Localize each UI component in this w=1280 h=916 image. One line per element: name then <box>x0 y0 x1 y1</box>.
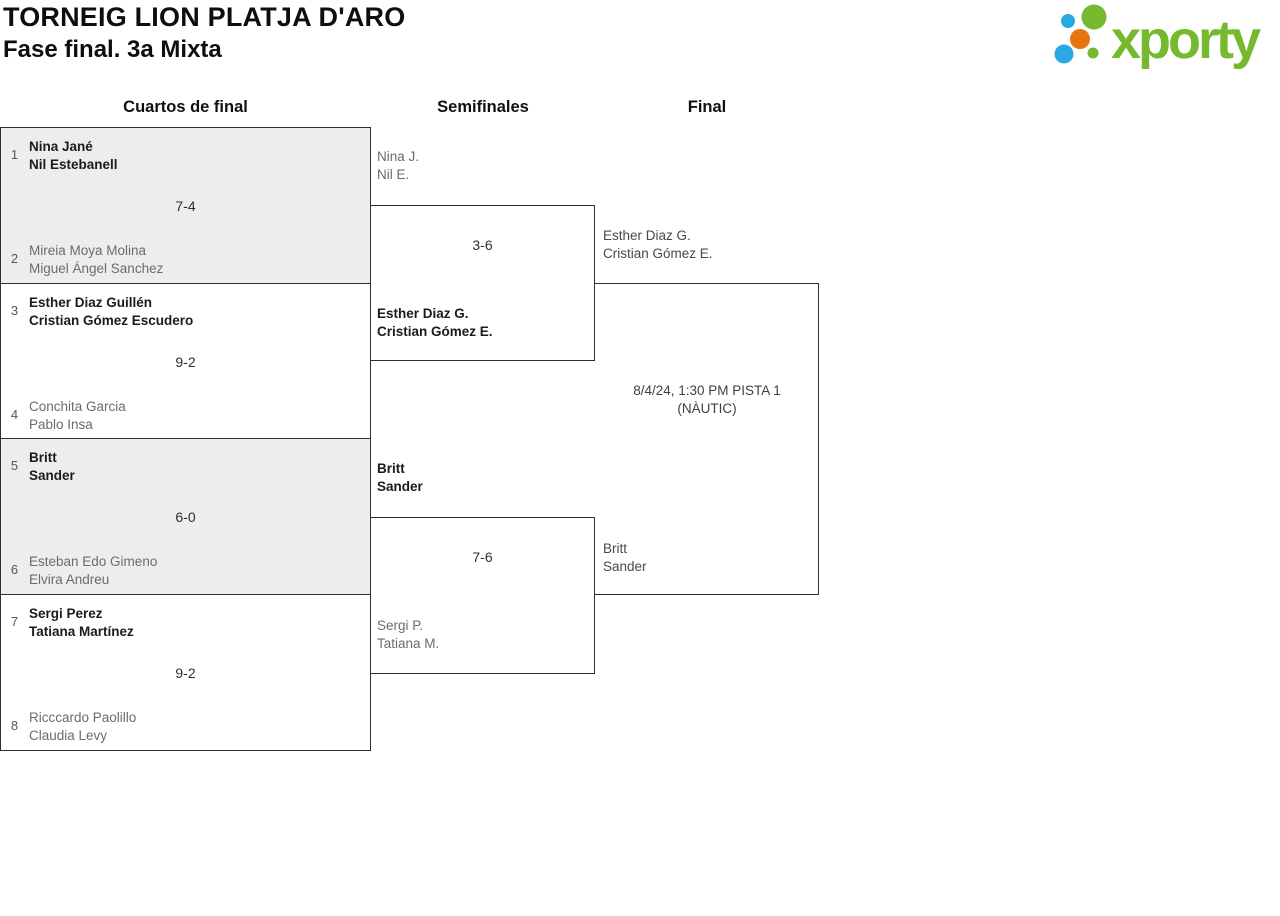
final-box <box>594 283 819 595</box>
schedule-datetime: 8/4/24, 1:30 PM PISTA 1 <box>633 383 781 398</box>
player-name: Claudia Levy <box>29 728 108 743</box>
seed-number: 4 <box>10 407 19 422</box>
player-name: Nina Jané <box>29 139 93 154</box>
sf2-box <box>370 517 595 674</box>
player-name: Miguel Ángel Sanchez <box>29 261 164 276</box>
logo-dot-orange <box>1070 29 1090 49</box>
logo-dot-green-large <box>1081 4 1107 30</box>
qf1-score: 7-4 <box>175 198 196 214</box>
column-header-quarterfinals: Cuartos de final <box>123 98 248 116</box>
player-name: Cristian Gómez E. <box>377 324 493 339</box>
player-name: Sander <box>603 559 647 574</box>
player-name: Esteban Edo Gimeno <box>29 554 158 569</box>
qf3-top-pair: Britt Sander <box>29 449 75 485</box>
schedule-venue: (NÀUTIC) <box>677 401 737 416</box>
sf2-bottom-pair: Sergi P. Tatiana M. <box>377 617 439 653</box>
qf1-top-pair: Nina Jané Nil Estebanell <box>29 138 118 174</box>
final-schedule: 8/4/24, 1:30 PM PISTA 1 (NÀUTIC) <box>594 382 820 418</box>
sf2-top-pair: Britt Sander <box>377 460 423 496</box>
sf1-bottom-pair: Esther Diaz G. Cristian Gómez E. <box>377 305 493 341</box>
qf-match-1: 1 Nina Jané Nil Estebanell 7-4 2 Mireia … <box>0 127 371 284</box>
qf3-bottom-pair: Esteban Edo Gimeno Elvira Andreu <box>29 553 157 589</box>
player-name: Nil Estebanell <box>29 157 118 172</box>
qf4-score: 9-2 <box>175 665 196 681</box>
column-header-final: Final <box>687 98 727 116</box>
player-name: Esther Diaz Guillén <box>29 295 153 310</box>
seed-number: 3 <box>10 303 19 318</box>
qf4-bottom-pair: Ricccardo Paolillo Claudia Levy <box>29 709 136 745</box>
qf4-top-pair: Sergi Perez Tatiana Martínez <box>29 605 134 641</box>
column-header-semifinals: Semifinales <box>437 98 529 116</box>
sf1-score: 3-6 <box>472 237 493 253</box>
player-name: Mireia Moya Molina <box>29 243 147 258</box>
qf2-bottom-pair: Conchita Garcia Pablo Insa <box>29 398 126 434</box>
final-bottom-pair: Britt Sander <box>603 540 647 576</box>
qf-match-4: 7 Sergi Perez Tatiana Martínez 9-2 8 Ric… <box>0 594 371 751</box>
player-name: Britt <box>377 461 405 476</box>
player-name: Sander <box>377 479 423 494</box>
page-subtitle: Fase final. 3a Mixta <box>3 36 222 63</box>
sf1-top-pair: Nina J. Nil E. <box>377 148 419 184</box>
player-name: Sander <box>29 468 75 483</box>
logo-wordmark: xporty <box>1111 10 1261 70</box>
final-top-pair: Esther Diaz G. Cristian Gómez E. <box>603 227 713 263</box>
player-name: Ricccardo Paolillo <box>29 710 137 725</box>
xporty-logo[interactable]: xporty <box>1045 0 1280 80</box>
seed-number: 8 <box>10 718 19 733</box>
player-name: Tatiana Martínez <box>29 624 134 639</box>
player-name: Cristian Gómez Escudero <box>29 313 194 328</box>
player-name: Nina J. <box>377 149 420 164</box>
player-name: Conchita Garcia <box>29 399 126 414</box>
player-name: Esther Diaz G. <box>603 228 691 243</box>
logo-dot-green-small <box>1087 47 1099 59</box>
player-name: Britt <box>603 541 628 556</box>
seed-number: 6 <box>10 562 19 577</box>
player-name: Nil E. <box>377 167 410 182</box>
qf2-score: 9-2 <box>175 354 196 370</box>
page-title: TORNEIG LION PLATJA D'ARO <box>3 2 406 32</box>
qf2-top-pair: Esther Diaz Guillén Cristian Gómez Escud… <box>29 294 193 330</box>
player-name: Sergi P. <box>377 618 424 633</box>
player-name: Pablo Insa <box>29 417 93 432</box>
seed-number: 1 <box>10 147 19 162</box>
player-name: Esther Diaz G. <box>377 306 469 321</box>
player-name: Cristian Gómez E. <box>603 246 713 261</box>
player-name: Britt <box>29 450 57 465</box>
qf-match-2: 3 Esther Diaz Guillén Cristian Gómez Esc… <box>0 283 371 439</box>
player-name: Sergi Perez <box>29 606 103 621</box>
seed-number: 7 <box>10 614 19 629</box>
sf2-score: 7-6 <box>472 549 493 565</box>
qf1-bottom-pair: Mireia Moya Molina Miguel Ángel Sanchez <box>29 242 163 278</box>
logo-dot-blue-large <box>1054 44 1074 64</box>
player-name: Elvira Andreu <box>29 572 110 587</box>
qf3-score: 6-0 <box>175 509 196 525</box>
logo-dot-blue-small <box>1061 14 1075 28</box>
player-name: Tatiana M. <box>377 636 440 651</box>
qf-match-3: 5 Britt Sander 6-0 6 Esteban Edo Gimeno … <box>0 438 371 595</box>
seed-number: 2 <box>10 251 19 266</box>
seed-number: 5 <box>10 458 19 473</box>
